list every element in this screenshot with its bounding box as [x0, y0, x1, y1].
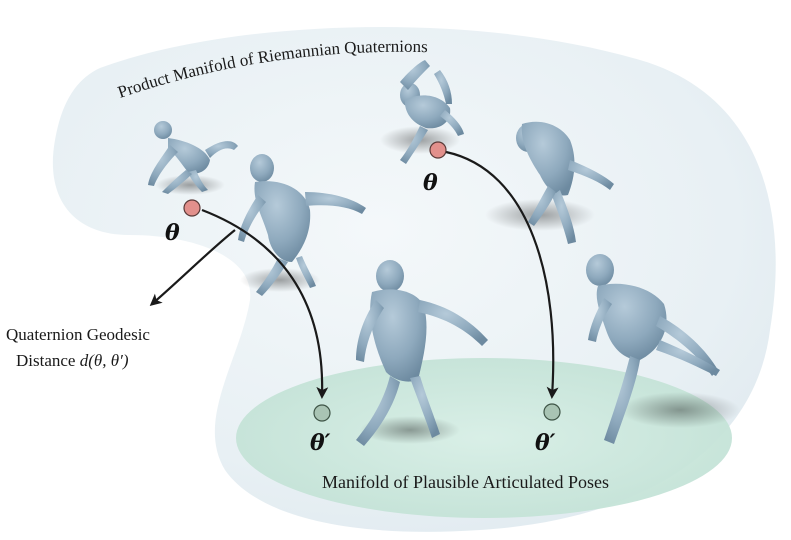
theta-point-left — [184, 200, 200, 216]
distance-label-line2: Distance d(θ, θ′) — [16, 351, 129, 370]
distance-label-math: d(θ, θ′) — [80, 351, 129, 370]
theta-label-left: θ — [165, 220, 180, 246]
shadow — [620, 392, 740, 428]
inner-manifold-label: Manifold of Plausible Articulated Poses — [322, 472, 609, 492]
theta-label-right: θ — [423, 170, 438, 196]
theta-prime-point-left — [314, 405, 330, 421]
theta-point-right — [430, 142, 446, 158]
theta-prime-point-right — [544, 404, 560, 420]
distance-label-line1: Quaternion Geodesic — [6, 325, 150, 344]
distance-label-prefix: Distance — [16, 351, 80, 370]
theta-prime-label-left: θ′ — [310, 430, 331, 456]
theta-prime-label-right: θ′ — [535, 430, 556, 456]
